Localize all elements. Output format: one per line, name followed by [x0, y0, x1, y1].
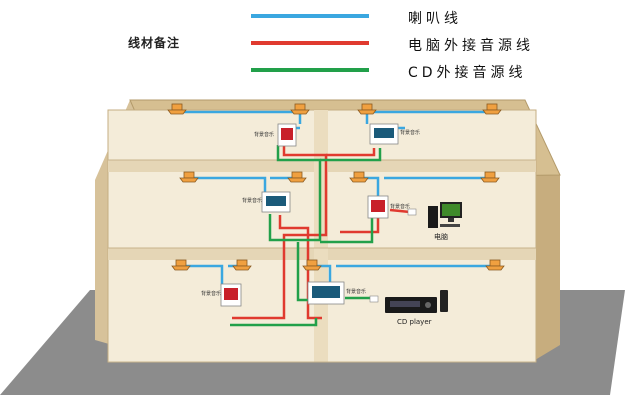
- speaker-icon: [480, 171, 500, 183]
- speaker-icon: [482, 103, 502, 115]
- speaker-icon: [357, 103, 377, 115]
- panel-label: 背景音乐: [201, 291, 222, 297]
- legend-swatch-pc: [251, 41, 369, 45]
- cd-player-icon: [385, 290, 448, 313]
- speaker-icon: [287, 171, 307, 183]
- panel-label: 背景音乐: [346, 289, 367, 295]
- panel-label: 背景音乐: [254, 132, 275, 138]
- legend-label-pc: 电脑外接音源线: [408, 38, 534, 54]
- pc-label: 电脑: [434, 233, 448, 241]
- panel-red: [367, 195, 389, 219]
- panel-red: [220, 283, 242, 307]
- panel-label: 背景音乐: [390, 204, 411, 210]
- panel-label: 背景音乐: [400, 130, 421, 136]
- speaker-icon: [179, 171, 199, 183]
- legend-label-speaker: 喇叭线: [408, 11, 462, 27]
- speaker-icon: [349, 171, 369, 183]
- legend-swatch-cd: [251, 68, 369, 72]
- panel-screen: [369, 123, 399, 145]
- pc-computer-icon: [428, 202, 462, 228]
- speaker-icon: [167, 103, 187, 115]
- legend-label-cd: CD外接音源线: [408, 65, 527, 81]
- panel-screen: [307, 281, 345, 305]
- speaker-icon: [232, 259, 252, 271]
- pc-audio-wires: [232, 145, 411, 320]
- control-panels: [220, 123, 399, 307]
- speaker-icon: [302, 259, 322, 271]
- panel-label: 背景音乐: [242, 198, 263, 204]
- legend-title: 线材备注: [128, 36, 181, 50]
- connector-box: [369, 295, 379, 303]
- panel-red: [277, 123, 297, 147]
- speaker-icon: [171, 259, 191, 271]
- cd-player-label: CD player: [397, 318, 432, 326]
- speaker-icon: [485, 259, 505, 271]
- ceiling-speakers: [167, 103, 505, 271]
- panel-screen: [261, 191, 291, 213]
- legend-swatch-speaker: [251, 14, 369, 18]
- connector-box: [407, 208, 417, 216]
- speaker-icon: [290, 103, 310, 115]
